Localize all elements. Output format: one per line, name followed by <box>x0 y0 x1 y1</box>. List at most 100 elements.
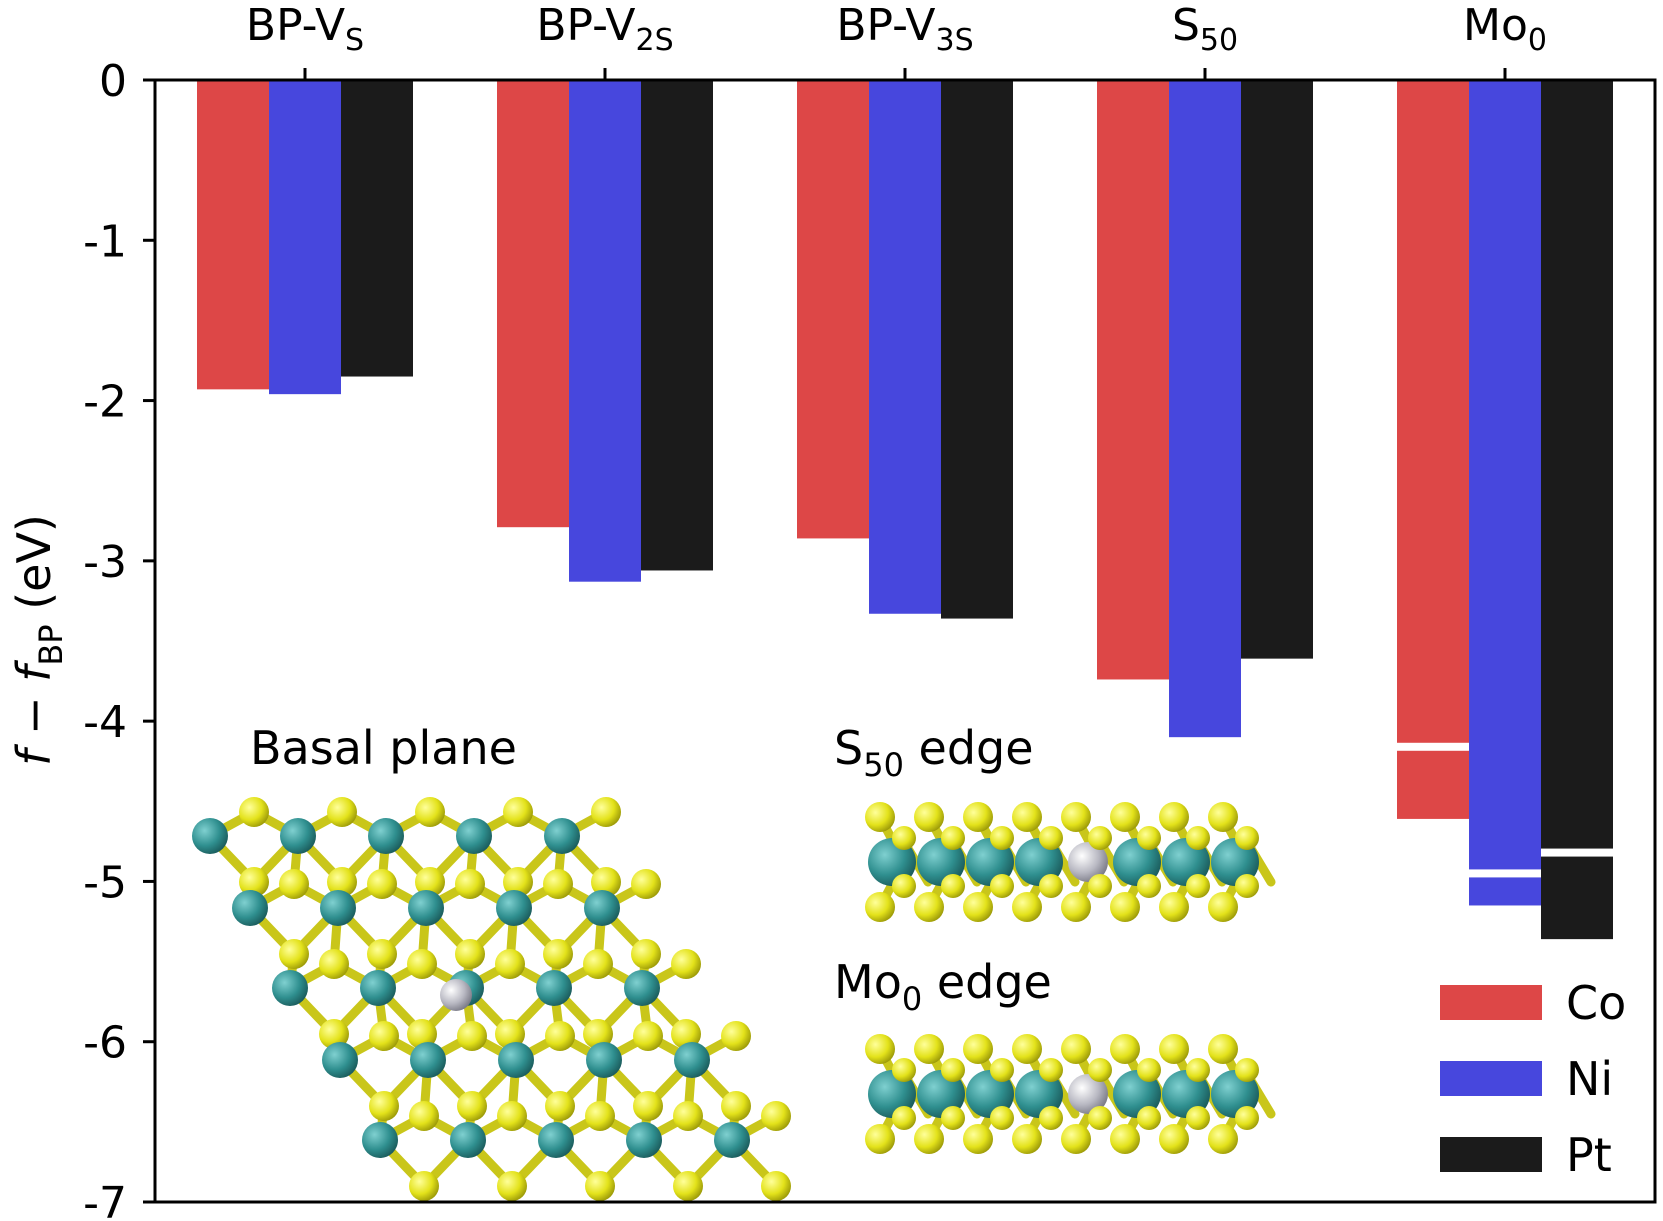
sulfur-atom <box>591 797 621 827</box>
molybdenum-atom <box>456 818 492 854</box>
sulfur-atom <box>319 1019 349 1049</box>
bar-level-gap-ni-4 <box>1469 869 1541 878</box>
y-tick-label: -4 <box>83 697 127 748</box>
sulfur-atom <box>369 1091 399 1121</box>
sulfur-atom <box>1012 1124 1042 1154</box>
molybdenum-atom <box>362 1122 398 1158</box>
x-tick-label: S50 <box>1172 0 1238 58</box>
sulfur-atom <box>415 797 445 827</box>
s50-edge-label-rest: edge <box>904 721 1034 775</box>
sulfur-atom <box>1061 1034 1091 1064</box>
bar-pt-2 <box>941 80 1013 619</box>
sulfur-atom <box>1039 826 1063 850</box>
sulfur-atom <box>633 1091 663 1121</box>
sulfur-atom <box>914 1124 944 1154</box>
bar-pt-0 <box>341 80 413 377</box>
sulfur-atom <box>495 949 525 979</box>
sulfur-atom <box>963 802 993 832</box>
bar-co-3 <box>1097 80 1169 680</box>
bar-co-1 <box>497 80 569 528</box>
sulfur-atom <box>409 1171 439 1201</box>
bar-level-gap-co-4 <box>1397 742 1469 751</box>
molybdenum-atom <box>498 1042 534 1078</box>
sulfur-atom <box>1110 1034 1140 1064</box>
sulfur-atom <box>990 826 1014 850</box>
molybdenum-atom <box>320 890 356 926</box>
sulfur-atom <box>941 874 965 898</box>
molybdenum-atom <box>360 970 396 1006</box>
sulfur-atom <box>1137 1106 1161 1130</box>
sulfur-atom <box>319 949 349 979</box>
sulfur-atom <box>583 1019 613 1049</box>
sulfur-atom <box>1110 892 1140 922</box>
sulfur-atom <box>892 874 916 898</box>
sulfur-atom <box>671 1019 701 1049</box>
sulfur-atom <box>1235 1106 1259 1130</box>
y-tick-label: -3 <box>83 537 127 588</box>
sulfur-atom <box>914 802 944 832</box>
molybdenum-atom <box>322 1042 358 1078</box>
sulfur-atom <box>1159 802 1189 832</box>
molybdenum-atom <box>544 818 580 854</box>
sulfur-atom <box>721 1021 751 1051</box>
sulfur-atom <box>327 867 357 897</box>
mo0-edge-label: Mo0 edge <box>834 955 1052 1018</box>
sulfur-atom <box>761 1171 791 1201</box>
x-tick-label: BP-VS <box>246 0 364 58</box>
sulfur-atom <box>865 1034 895 1064</box>
sulfur-atom <box>1061 892 1091 922</box>
sulfur-atom <box>963 1034 993 1064</box>
molybdenum-atom <box>368 818 404 854</box>
sulfur-atom <box>545 1021 575 1051</box>
sulfur-atom <box>279 939 309 969</box>
sulfur-atom <box>941 1106 965 1130</box>
sulfur-atom <box>457 1091 487 1121</box>
sulfur-atom <box>545 1091 575 1121</box>
molybdenum-atom <box>674 1042 710 1078</box>
sulfur-atom <box>892 826 916 850</box>
sulfur-atom <box>1186 1106 1210 1130</box>
molybdenum-atom <box>232 890 268 926</box>
molybdenum-atom <box>626 1122 662 1158</box>
x-tick-label: BP-V2S <box>536 0 673 58</box>
sulfur-atom <box>990 1106 1014 1130</box>
sulfur-atom <box>963 892 993 922</box>
sulfur-atom <box>1039 874 1063 898</box>
sulfur-atom <box>367 869 397 899</box>
sulfur-atom <box>865 802 895 832</box>
sulfur-atom <box>631 939 661 969</box>
sulfur-atom <box>892 1106 916 1130</box>
sulfur-atom <box>761 1101 791 1131</box>
molybdenum-atom <box>272 970 308 1006</box>
molybdenum-atom <box>624 970 660 1006</box>
y-axis-label-minus: − <box>7 682 61 750</box>
bars-layer <box>197 80 1613 940</box>
sulfur-atom <box>239 867 269 897</box>
y-tick-label: -7 <box>83 1178 127 1221</box>
sulfur-atom <box>1159 1034 1189 1064</box>
sulfur-atom <box>1235 1058 1259 1082</box>
legend-swatch-pt <box>1440 1137 1542 1172</box>
sulfur-atom <box>865 1124 895 1154</box>
sulfur-atom <box>409 1101 439 1131</box>
sulfur-atom <box>990 874 1014 898</box>
sulfur-atom <box>1159 892 1189 922</box>
sulfur-atom <box>1186 1058 1210 1082</box>
sulfur-atom <box>455 869 485 899</box>
sulfur-atom <box>1137 874 1161 898</box>
mo0-edge-label-main: Mo <box>834 955 902 1009</box>
sulfur-atom <box>1061 802 1091 832</box>
sulfur-atom <box>865 892 895 922</box>
sulfur-atom <box>1088 1058 1112 1082</box>
sulfur-atom <box>457 1021 487 1051</box>
bar-ni-0 <box>269 80 341 395</box>
sulfur-atom <box>1110 802 1140 832</box>
sulfur-atom <box>369 1021 399 1051</box>
sulfur-atom <box>673 1101 703 1131</box>
y-axis-label: f − fBP (eV) <box>7 514 70 766</box>
sulfur-atom <box>1088 1106 1112 1130</box>
structure-insets <box>192 797 1276 1201</box>
y-tick-label: -5 <box>83 857 127 908</box>
legend: Co Ni Pt <box>1440 976 1626 1182</box>
